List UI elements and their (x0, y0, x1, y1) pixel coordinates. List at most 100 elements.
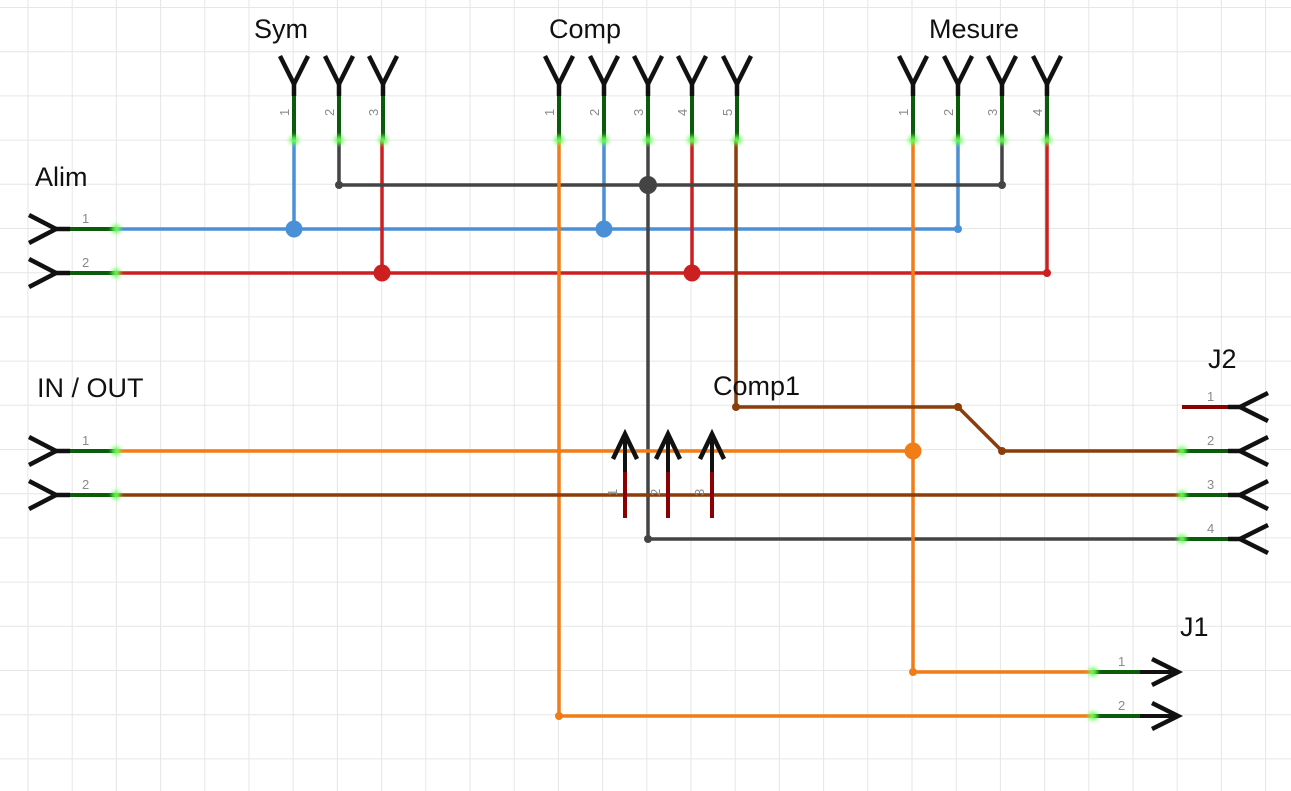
pin-endpoint-glow (953, 135, 963, 145)
connector-J1-pin-2[interactable] (1140, 700, 1184, 732)
connector-J2-pin-2[interactable] (1228, 434, 1270, 468)
pin-number: 4 (675, 109, 690, 116)
female-socket-icon (587, 54, 621, 90)
pin-endpoint-glow (111, 224, 121, 234)
connector-Mesure-pin-4[interactable] (1030, 54, 1064, 96)
connector-J2-pin-3[interactable] (1228, 478, 1270, 512)
pin-Alim-1[interactable] (66, 224, 121, 234)
connector-J2-pin-1[interactable] (1228, 390, 1270, 424)
pin-endpoint-glow (111, 490, 121, 500)
pin-endpoint-glow (111, 446, 121, 456)
junction-dot[interactable] (595, 220, 613, 238)
junction-dot[interactable] (639, 176, 657, 194)
pin-endpoint-glow (732, 135, 742, 145)
female-socket-icon (1234, 390, 1270, 424)
junction-dot[interactable] (683, 264, 701, 282)
pin-endpoint-glow (687, 135, 697, 145)
female-socket-icon (27, 435, 61, 467)
connector-Comp-pin-4[interactable] (675, 54, 709, 96)
junction-dot[interactable] (555, 712, 563, 720)
female-socket-icon (896, 54, 930, 90)
junction-dot[interactable] (954, 403, 962, 411)
junction-dot[interactable] (1043, 269, 1051, 277)
junction-dot[interactable] (998, 447, 1006, 455)
connector-Sym-pin-2[interactable] (322, 54, 356, 96)
pin-Mesure-1[interactable] (908, 92, 918, 145)
pin-Comp-5[interactable] (732, 92, 742, 145)
wire-grey-net[interactable] (646, 140, 1182, 541)
connector-label-Mesure: Mesure (929, 14, 1019, 44)
junction-dot[interactable] (732, 403, 740, 411)
connector-label-Comp1: Comp1 (713, 371, 800, 401)
connector-label-J1: J1 (1180, 612, 1209, 642)
pin-endpoint-glow (378, 135, 388, 145)
connector-Comp-pin-1[interactable] (542, 54, 576, 96)
female-socket-icon (1030, 54, 1064, 90)
pin-endpoint-glow (1042, 135, 1052, 145)
pin-Mesure-2[interactable] (953, 92, 963, 145)
connectors-layer (27, 54, 1270, 732)
connector-Sym-pin-3[interactable] (366, 54, 400, 96)
junction-dot[interactable] (644, 535, 652, 543)
pin-Comp-4[interactable] (687, 92, 697, 145)
connector-Comp-pin-3[interactable] (631, 54, 665, 96)
connector-Comp-pin-2[interactable] (587, 54, 621, 96)
junction-dot[interactable] (904, 442, 922, 460)
pin-IN_OUT-1[interactable] (66, 446, 121, 456)
connector-Mesure-pin-3[interactable] (985, 54, 1019, 96)
pin-number: 3 (366, 109, 381, 116)
pin-Comp-3[interactable] (643, 92, 653, 145)
junction-dot[interactable] (954, 225, 962, 233)
pin-J2-2[interactable] (1177, 446, 1232, 456)
junction-dot[interactable] (335, 181, 343, 189)
pin-Sym-1[interactable] (289, 92, 299, 145)
pin-number: 1 (542, 109, 557, 116)
pin-number: 3 (1207, 477, 1214, 492)
connector-Comp1-pin-1[interactable] (610, 428, 640, 472)
pin-J2-4[interactable] (1177, 534, 1232, 544)
connector-J1-pin-1[interactable] (1140, 656, 1184, 688)
pin-Comp-1[interactable] (554, 92, 564, 145)
connector-IN_OUT-pin-1[interactable] (27, 435, 70, 467)
pin-Alim-2[interactable] (66, 268, 121, 278)
wire-orange-net-2[interactable] (557, 140, 1093, 718)
pin-number: 2 (648, 489, 663, 496)
connector-Comp1-pin-3[interactable] (697, 428, 727, 472)
pin-IN_OUT-2[interactable] (66, 490, 121, 500)
pin-Comp-2[interactable] (599, 92, 609, 145)
wire-red-net[interactable] (116, 140, 1049, 275)
female-socket-icon (631, 54, 665, 90)
female-socket-icon (277, 54, 311, 90)
pin-J1-2[interactable] (1088, 711, 1144, 721)
connector-Mesure-pin-1[interactable] (896, 54, 930, 96)
pin-number: 3 (631, 109, 646, 116)
connector-Mesure-pin-2[interactable] (941, 54, 975, 96)
junction-dot[interactable] (909, 668, 917, 676)
junction-dot[interactable] (373, 264, 391, 282)
female-socket-icon (675, 54, 709, 90)
connector-Comp1-pin-2[interactable] (653, 428, 683, 472)
pin-J1-1[interactable] (1088, 667, 1144, 677)
pin-Mesure-3[interactable] (997, 92, 1007, 145)
female-socket-icon (1234, 478, 1270, 512)
pin-Sym-2[interactable] (334, 92, 344, 145)
junction-dot[interactable] (998, 181, 1006, 189)
male-plug-arrow-icon (653, 428, 683, 460)
pin-J2-3[interactable] (1177, 490, 1232, 500)
pin-endpoint-glow (111, 268, 121, 278)
pin-number: 1 (605, 489, 620, 496)
pin-number: 2 (941, 109, 956, 116)
connector-Sym-pin-1[interactable] (277, 54, 311, 96)
pin-Sym-3[interactable] (378, 92, 388, 145)
pin-number: 4 (1207, 521, 1214, 536)
pin-Mesure-4[interactable] (1042, 92, 1052, 145)
connector-IN_OUT-pin-2[interactable] (27, 479, 70, 511)
pin-number: 3 (985, 109, 1000, 116)
wire-grey-net[interactable] (337, 140, 1004, 187)
connector-Comp-pin-5[interactable] (720, 54, 754, 96)
junction-dot[interactable] (285, 220, 303, 238)
connector-J2-pin-4[interactable] (1228, 522, 1270, 556)
female-socket-icon (720, 54, 754, 90)
